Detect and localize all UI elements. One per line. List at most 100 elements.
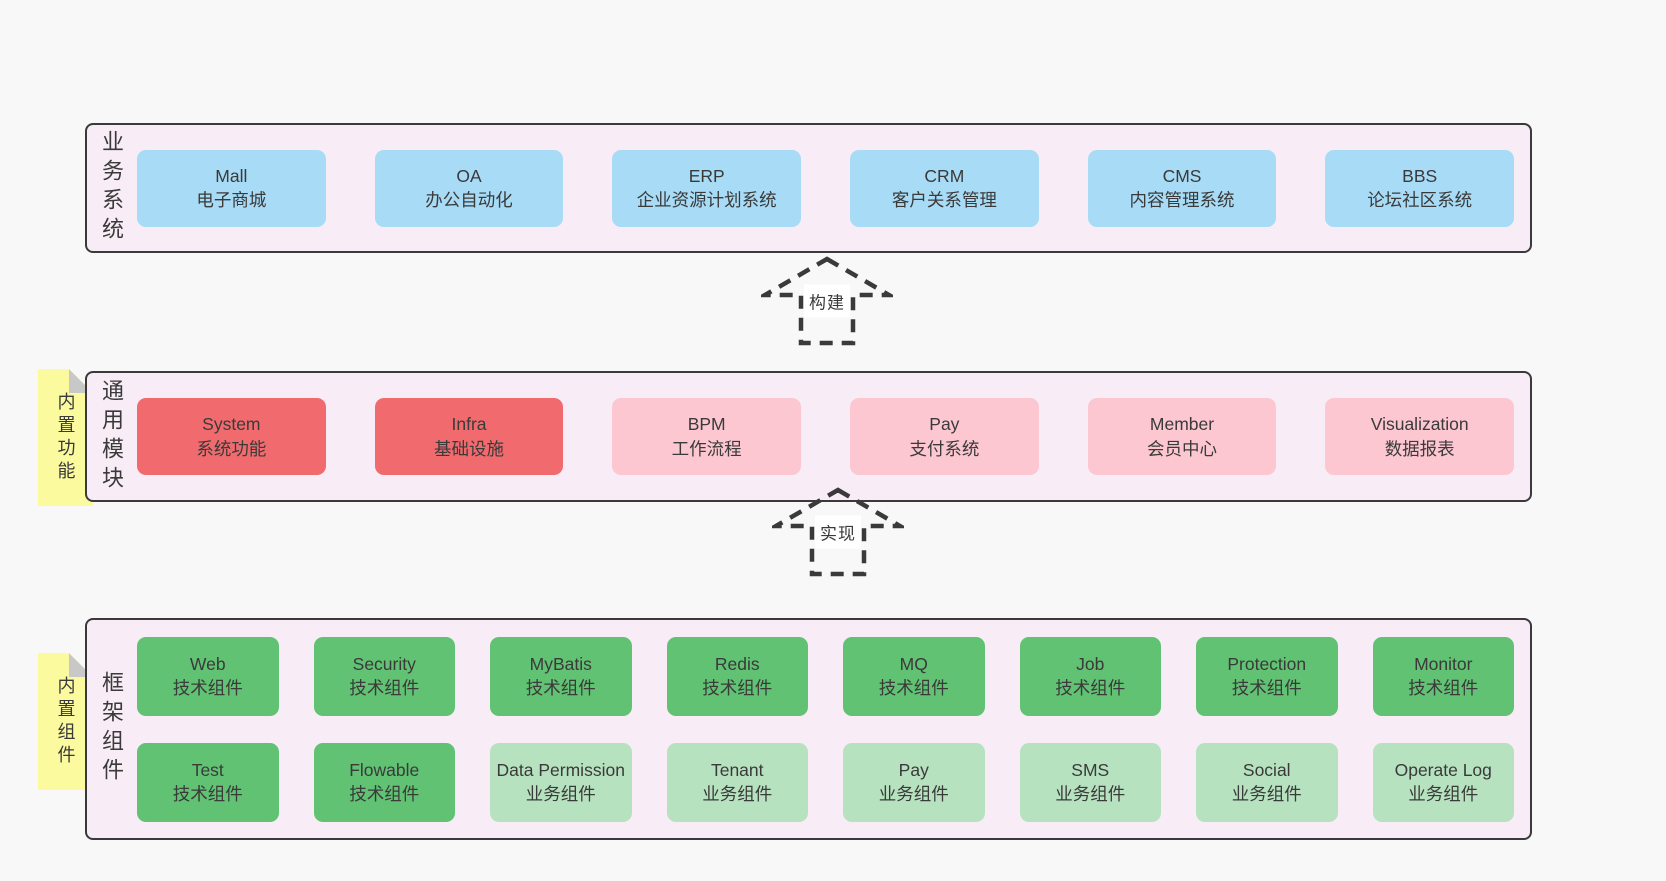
box-system: System 系统功能 xyxy=(137,398,326,475)
build-arrow: 构建 xyxy=(761,255,893,347)
box-mq: MQ 技术组件 xyxy=(843,636,985,716)
box-title: Security xyxy=(352,653,416,674)
box-title: Pay xyxy=(898,759,929,780)
box-title: Data Permission xyxy=(496,759,625,780)
box-job: Job 技术组件 xyxy=(1019,636,1161,716)
box-title: Visualization xyxy=(1370,414,1469,435)
box-pay-component: Pay 业务组件 xyxy=(843,742,985,822)
box-subtitle: 业务组件 xyxy=(1408,784,1479,804)
box-subtitle: 数据报表 xyxy=(1384,438,1455,459)
box-title: Mall xyxy=(215,165,248,186)
box-oa: OA 办公自动化 xyxy=(374,149,564,227)
box-mybatis: MyBatis 技术组件 xyxy=(490,636,632,716)
panel-label-common-modules: 通用模块 xyxy=(99,378,124,495)
box-title: SMS xyxy=(1071,759,1110,780)
box-title: MyBatis xyxy=(529,653,592,674)
box-protection: Protection 技术组件 xyxy=(1196,636,1338,716)
modules-boxes-row: System 系统功能 Infra 基础设施 BPM 工作流程 Pay 支付系统… xyxy=(137,398,1515,475)
box-pay-module: Pay 支付系统 xyxy=(850,398,1039,475)
box-title: OA xyxy=(456,165,482,186)
box-subtitle: 会员中心 xyxy=(1147,438,1218,459)
common-modules-panel: 通用模块 System 系统功能 Infra 基础设施 BPM 工作流程 Pay… xyxy=(85,371,1532,502)
box-title: CMS xyxy=(1162,165,1202,186)
box-visualization: Visualization 数据报表 xyxy=(1325,398,1515,475)
components-boxes-grid: Web 技术组件 Security 技术组件 MyBatis 技术组件 Redi… xyxy=(137,636,1514,822)
box-member: Member 会员中心 xyxy=(1087,398,1277,475)
box-title: Job xyxy=(1076,653,1105,674)
box-subtitle: 业务组件 xyxy=(525,784,596,804)
sticky-note-built-in-components: 内置组件 xyxy=(38,653,93,790)
box-subtitle: 技术组件 xyxy=(878,678,949,698)
framework-components-panel: 框架组件 Web 技术组件 Security 技术组件 MyBatis 技术组件… xyxy=(85,618,1532,840)
business-systems-panel: 业务系统 Mall 电子商城 OA 办公自动化 ERP 企业资源计划系统 CRM… xyxy=(85,123,1532,253)
box-title: CRM xyxy=(924,165,965,186)
panel-label-framework-components: 框架组件 xyxy=(99,671,124,787)
box-web: Web 技术组件 xyxy=(137,636,279,716)
box-bbs: BBS 论坛社区系统 xyxy=(1325,149,1515,227)
business-boxes-row: Mall 电子商城 OA 办公自动化 ERP 企业资源计划系统 CRM 客户关系… xyxy=(137,149,1515,227)
box-title: System xyxy=(202,414,261,435)
box-subtitle: 业务组件 xyxy=(1055,784,1126,804)
box-subtitle: 企业资源计划系统 xyxy=(636,190,777,210)
box-subtitle: 技术组件 xyxy=(525,678,596,698)
box-subtitle: 工作流程 xyxy=(671,438,742,459)
box-tenant: Tenant 业务组件 xyxy=(666,742,808,822)
box-subtitle: 技术组件 xyxy=(172,678,243,698)
box-data-permission: Data Permission 业务组件 xyxy=(490,742,632,822)
sticky-note-text: 内置组件 xyxy=(55,675,76,768)
box-social: Social 业务组件 xyxy=(1196,742,1338,822)
box-title: BPM xyxy=(687,414,726,435)
box-title: Flowable xyxy=(349,759,420,780)
box-subtitle: 系统功能 xyxy=(196,438,267,459)
panel-label-business-systems: 业务系统 xyxy=(99,130,124,246)
box-title: Infra xyxy=(451,414,487,435)
box-mall: Mall 电子商城 xyxy=(137,149,326,227)
box-subtitle: 技术组件 xyxy=(349,678,420,698)
box-subtitle: 业务组件 xyxy=(878,784,949,804)
box-subtitle: 技术组件 xyxy=(1231,678,1302,698)
box-title: Web xyxy=(189,653,226,674)
sticky-note-text: 内置功能 xyxy=(55,391,76,484)
box-infra: Infra 基础设施 xyxy=(374,398,564,475)
box-security: Security 技术组件 xyxy=(313,636,455,716)
box-operate-log: Operate Log 业务组件 xyxy=(1372,742,1514,822)
box-title: Operate Log xyxy=(1394,759,1492,780)
box-title: Protection xyxy=(1227,653,1307,674)
box-monitor: Monitor 技术组件 xyxy=(1372,636,1514,716)
dashed-up-arrow-icon xyxy=(761,256,893,346)
box-title: Tenant xyxy=(710,759,764,780)
box-title: ERP xyxy=(688,165,725,186)
box-test: Test 技术组件 xyxy=(137,742,279,822)
box-title: Monitor xyxy=(1414,653,1473,674)
box-subtitle: 技术组件 xyxy=(1055,678,1126,698)
box-crm: CRM 客户关系管理 xyxy=(850,149,1039,227)
box-subtitle: 技术组件 xyxy=(172,784,243,804)
build-arrow-label: 构建 xyxy=(804,284,850,318)
box-erp: ERP 企业资源计划系统 xyxy=(612,149,802,227)
box-title: Social xyxy=(1242,759,1291,780)
box-title: Test xyxy=(191,759,224,780)
box-subtitle: 支付系统 xyxy=(909,438,980,459)
box-subtitle: 技术组件 xyxy=(702,678,773,698)
box-subtitle: 业务组件 xyxy=(1231,784,1302,804)
box-title: BBS xyxy=(1402,165,1438,186)
box-title: Redis xyxy=(714,653,760,674)
box-title: MQ xyxy=(899,653,928,674)
implement-arrow-label: 实现 xyxy=(815,515,861,549)
dashed-up-arrow-icon xyxy=(772,487,904,577)
box-subtitle: 内容管理系统 xyxy=(1129,190,1235,210)
box-flowable: Flowable 技术组件 xyxy=(313,742,455,822)
sticky-note-built-in-features: 内置功能 xyxy=(38,369,93,506)
box-subtitle: 论坛社区系统 xyxy=(1367,190,1473,210)
box-subtitle: 办公自动化 xyxy=(425,190,513,210)
box-subtitle: 技术组件 xyxy=(349,784,420,804)
box-subtitle: 技术组件 xyxy=(1408,678,1479,698)
box-title: Member xyxy=(1149,414,1215,435)
implement-arrow: 实现 xyxy=(772,486,904,578)
box-bpm: BPM 工作流程 xyxy=(612,398,802,475)
box-subtitle: 电子商城 xyxy=(196,190,267,210)
box-subtitle: 业务组件 xyxy=(702,784,773,804)
box-cms: CMS 内容管理系统 xyxy=(1087,149,1277,227)
box-subtitle: 客户关系管理 xyxy=(891,190,997,210)
